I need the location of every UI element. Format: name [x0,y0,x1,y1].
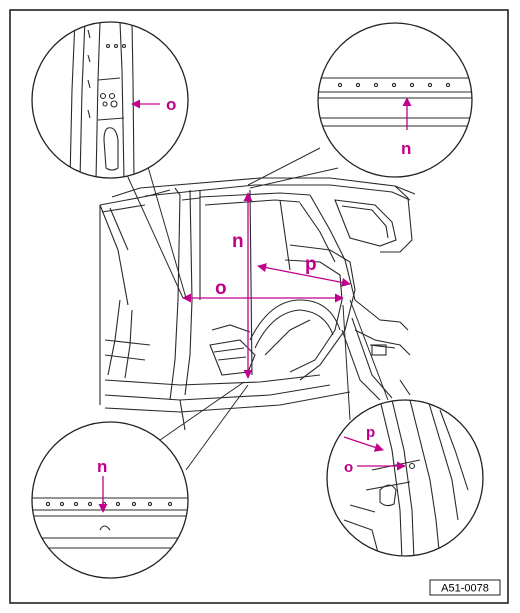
figure-id: A51-0078 [441,583,489,595]
detail-bl-label: n [97,457,107,476]
dimension-n-label: n [232,231,244,252]
detail-top-right: n [317,22,473,178]
dimension-o-label: o [215,278,227,299]
dimension-p-line [257,263,351,287]
figure-id-box: A51-0078 [429,579,501,596]
detail-br-p-arrow [343,436,384,452]
detail-br-p-label: p [366,424,375,441]
car-body-linework [99,177,416,431]
detail-bottom-left: n [31,421,189,579]
detail-tr-label: n [401,139,411,158]
detail-tl-label: o [166,95,176,114]
main-dimensions: n o p [182,192,351,379]
detail-br-o-label: o [344,459,353,476]
figure-frame [9,9,509,604]
detail-bottom-right: p o [326,399,484,557]
detail-top-left: o [31,21,189,179]
detail-leaders [121,147,389,471]
dimension-p-label: p [305,254,317,275]
